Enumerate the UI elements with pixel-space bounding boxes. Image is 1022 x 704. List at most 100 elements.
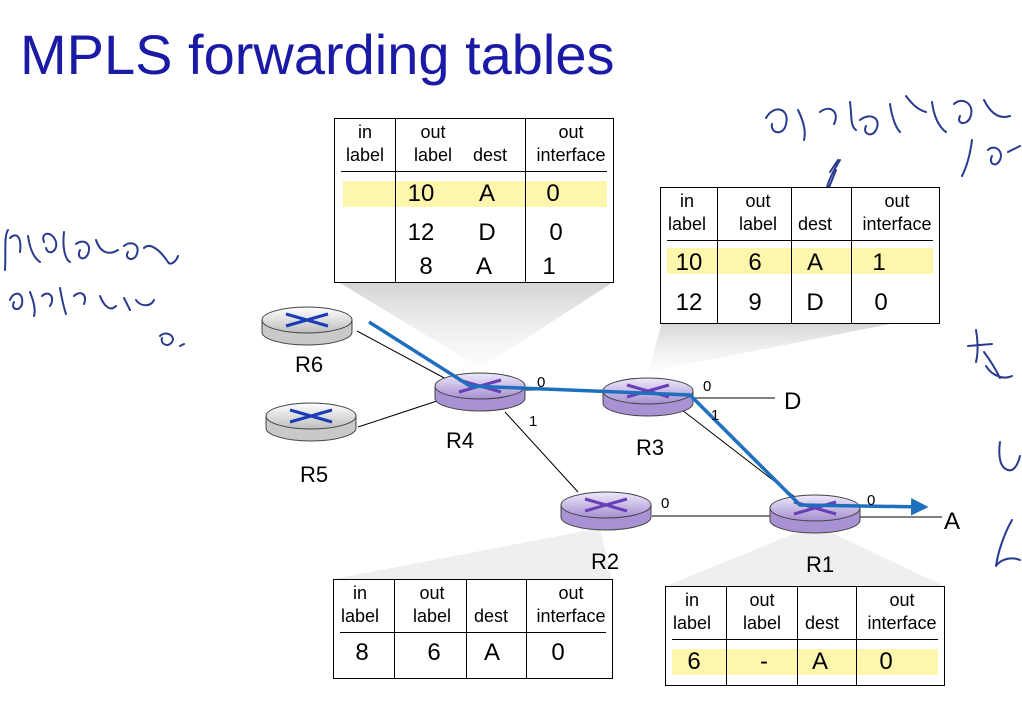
column-divider [395,119,396,282]
table-cell-out-interface: 1 [542,253,556,280]
table-cell-dest: D [478,219,496,246]
table-cell-out-label: 6 [748,249,762,276]
handwriting-note-right-3 [995,519,1021,567]
port-label-r4-to-r2: 1 [529,413,538,430]
table-cell-dest: A [475,253,492,280]
label-switched-path-arrow [368,320,929,516]
column-divider [526,580,527,678]
r1-table-callout [666,525,944,586]
header-dest: dest [472,145,508,165]
header-divider [667,240,933,241]
router-label-r1: R1 [806,552,835,577]
r4-table-callout [340,283,612,368]
table-cell-out-label: 9 [748,289,762,316]
port-label-r3-to-r1: 1 [711,407,720,424]
column-divider [851,188,852,323]
table-cell-out-interface: 1 [872,249,886,276]
router-icon [584,497,628,513]
r2-table-callout [334,528,612,579]
table-cell-in-label: 6 [687,648,701,675]
router-r5 [265,402,357,442]
header-divider [340,632,606,633]
highlight-row [343,181,607,207]
table-cell-out-interface: 0 [546,180,560,207]
table-cell-out-interface: 0 [551,639,565,666]
router-label-r3: R3 [636,435,665,460]
router-label-r6: R6 [295,352,324,377]
router-icon [285,312,329,328]
table-cell-in-label: 10 [675,249,703,276]
router-r4 [434,372,526,412]
router-icon [289,408,333,424]
table-cell-out-interface: 0 [549,219,563,246]
router-label-r5: R5 [300,462,329,487]
header-dest: dest [797,214,833,234]
handwriting-note-right-1 [967,329,1013,379]
column-divider [726,587,727,685]
header-dest: dest [804,613,840,633]
port-label-r4-to-r3: 0 [537,374,546,391]
table-cell-in-label: 8 [355,639,369,666]
destination-label-a: A [944,508,961,535]
table-cell-dest: A [478,180,495,207]
port-label-r1-to-a: 0 [867,492,876,509]
handwriting-note-left-1 [4,229,179,271]
router-r6 [261,306,353,346]
network-links [356,330,942,518]
destination-label-d: D [784,388,802,415]
table-cell-out-label: 8 [419,253,433,280]
column-divider [717,188,718,323]
table-cell-out-label: 6 [427,639,441,666]
port-label-r3-to-d: 0 [703,378,712,395]
highlight-row [667,248,933,274]
header-divider [672,639,938,640]
handwriting-note-top-right [765,95,1021,177]
column-divider [466,580,467,678]
link-r4-r2 [504,411,579,493]
port-label-r2-to-r1: 0 [661,495,670,512]
column-divider [394,580,395,678]
header-dest: dest [473,606,509,626]
column-divider [797,587,798,685]
column-divider [525,119,526,282]
highlight-row [672,649,938,675]
slide-title: MPLS forwarding tables [20,23,615,86]
table-cell-in-label: 12 [675,289,703,316]
table-cell-dest: A [483,639,500,666]
handwriting-note-left-2 [9,287,185,347]
router-r3 [602,377,694,417]
table-cell-out-label: - [760,648,768,675]
table-cell-dest: A [811,648,828,675]
table-cell-dest: D [806,289,824,316]
table-cell-out-label: 10 [407,180,435,207]
table-cell-out-interface: 0 [874,289,888,316]
link-r6-r4 [356,330,449,381]
r3-table-callout [648,322,900,372]
table-cell-out-interface: 0 [879,648,893,675]
column-divider [856,587,857,685]
column-divider [791,188,792,323]
router-label-r4: R4 [446,428,475,453]
handwriting-note-right-2 [998,441,1021,472]
router-label-r2: R2 [591,549,620,574]
table-cell-dest: A [806,249,823,276]
router-r2 [560,491,652,531]
router-r1 [769,494,861,534]
link-r5-r4 [357,399,441,428]
